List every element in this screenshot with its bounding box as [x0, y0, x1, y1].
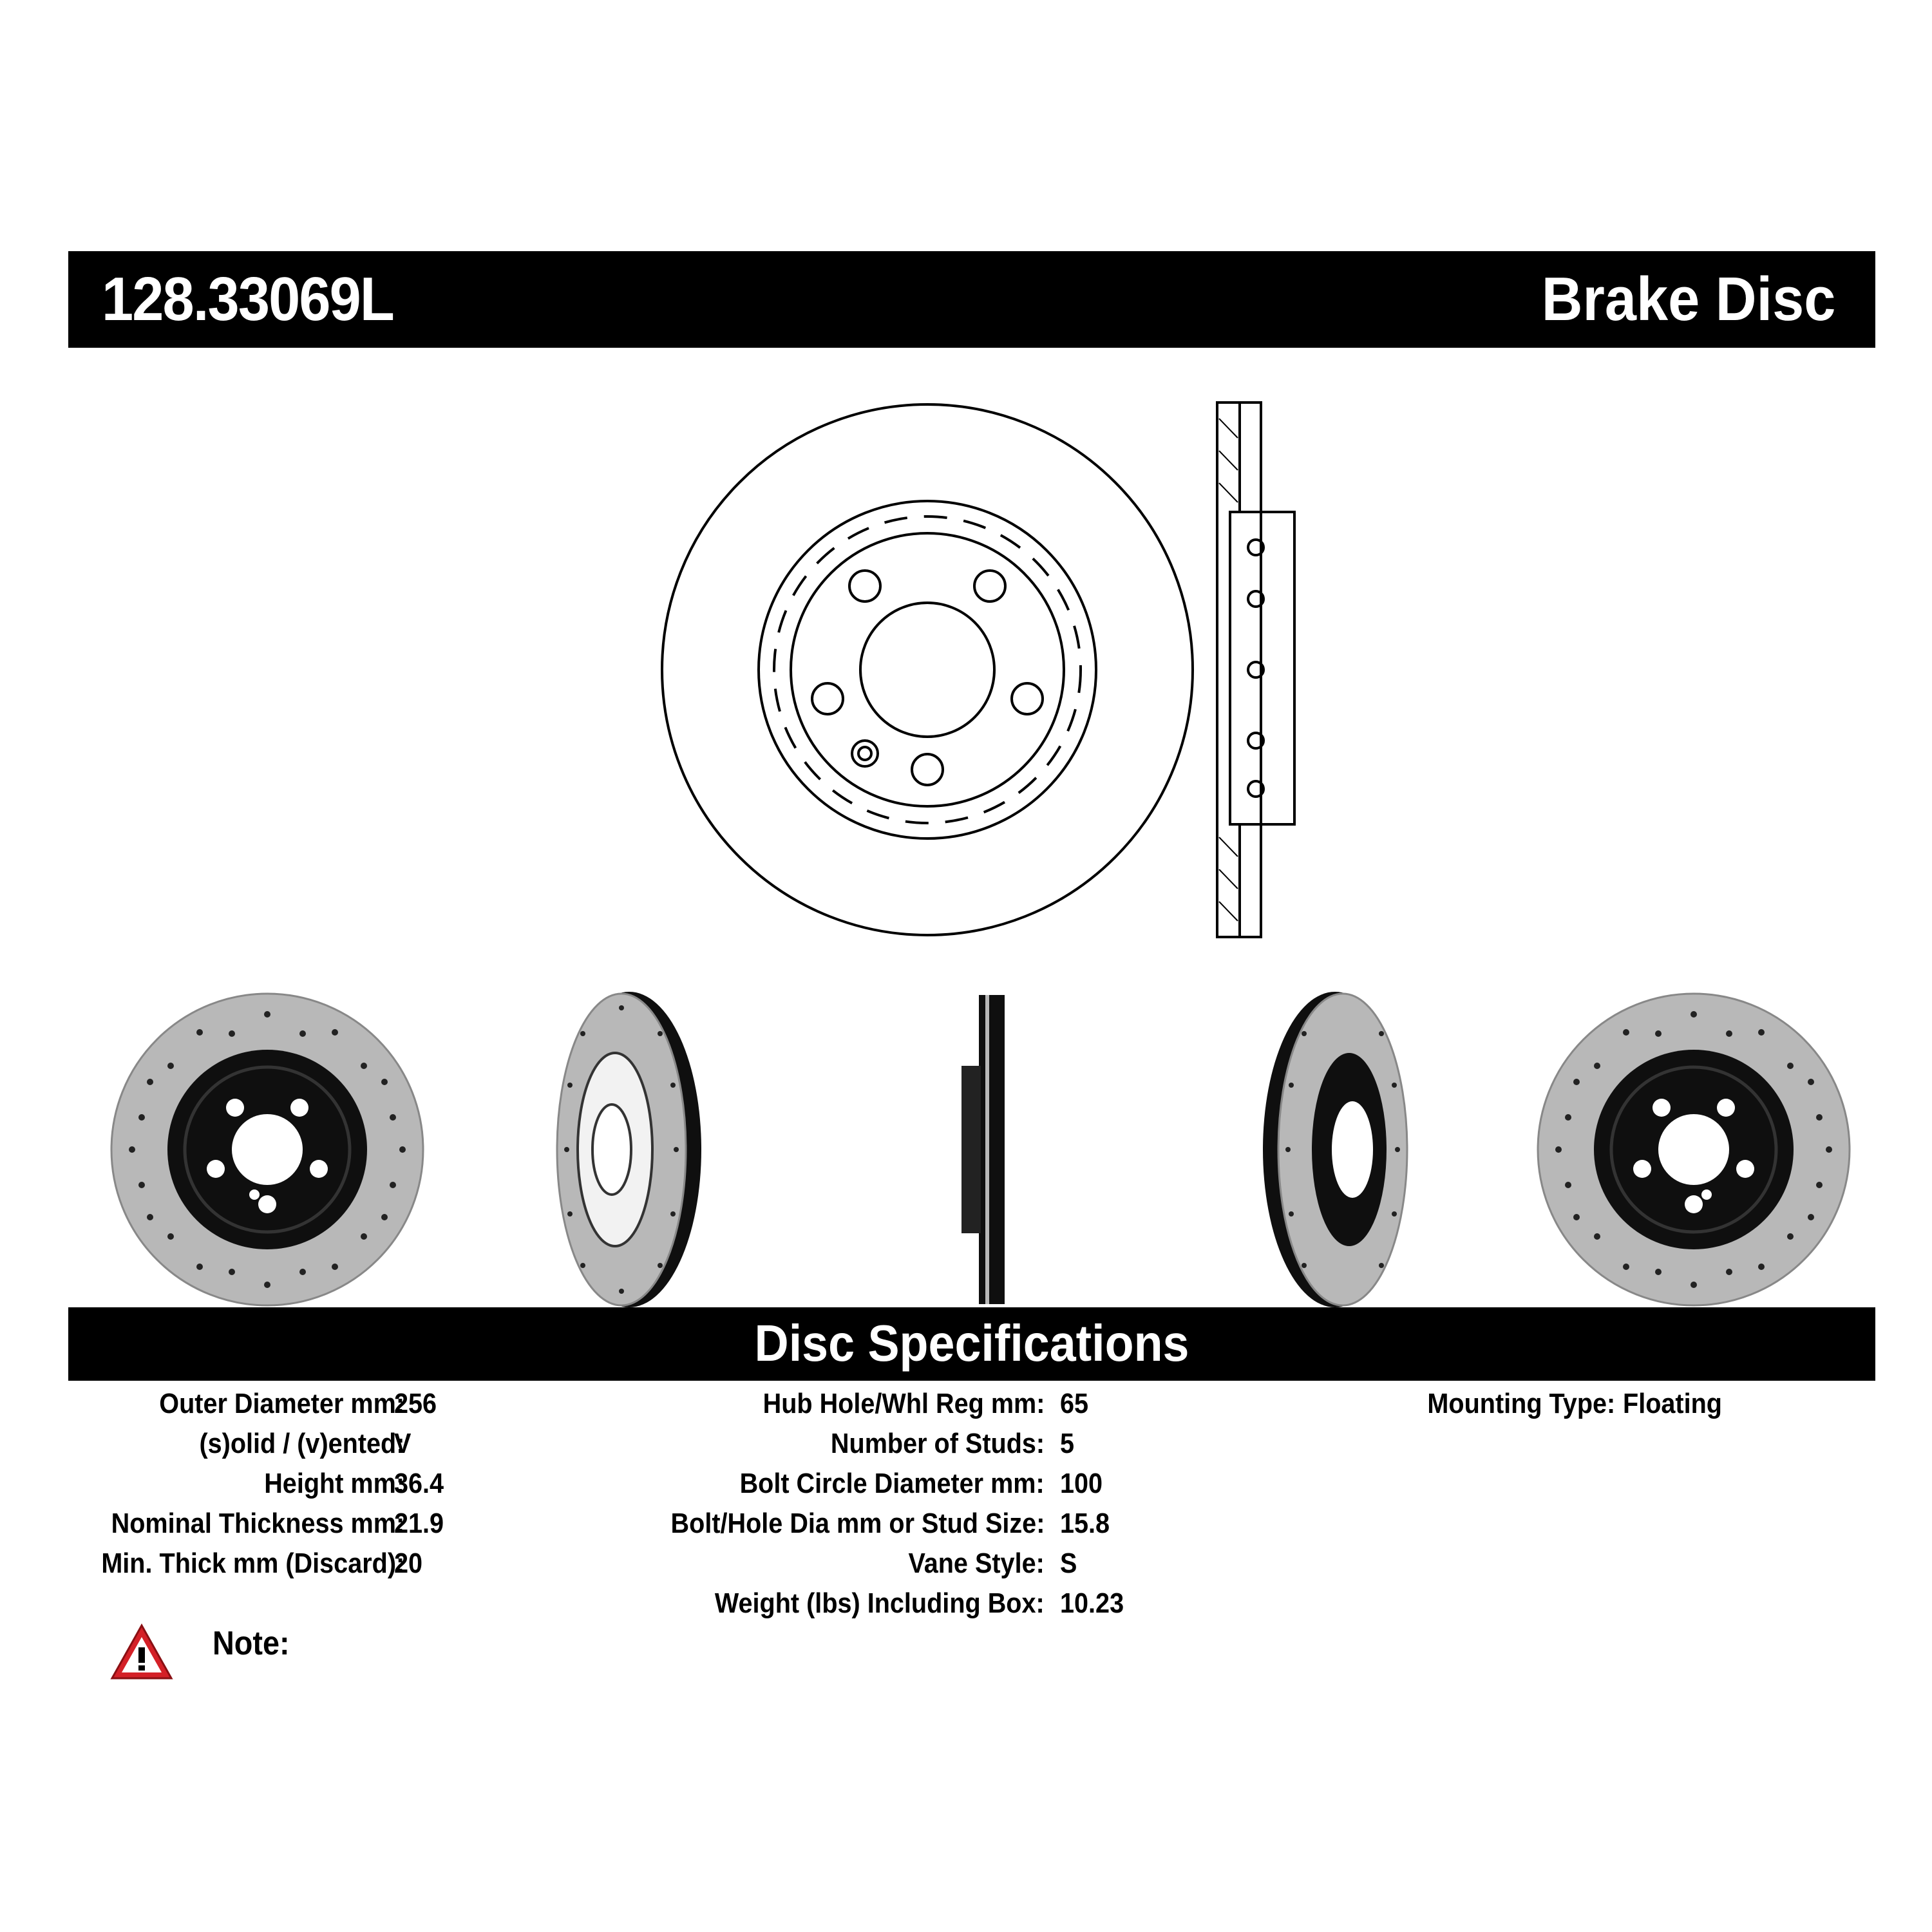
note: Note:: [109, 1623, 290, 1684]
spec-value: 65: [1060, 1388, 1089, 1419]
spec-min-thickness: Min. Thick mm (Discard): 20: [0, 1546, 1932, 1582]
spec-label: Bolt Circle Diameter mm:: [739, 1468, 1045, 1499]
spec-solid-vented: (s)olid / (v)ented: V: [0, 1426, 1932, 1462]
product-view-angled-right: [1263, 992, 1408, 1307]
spec-label: Vane Style:: [908, 1548, 1045, 1579]
spec-value: 15.8: [1060, 1508, 1110, 1539]
spec-label: Number of Studs:: [830, 1428, 1045, 1459]
product-view-rear: [1537, 992, 1851, 1307]
product-view-edge: [961, 995, 1005, 1304]
spec-weight: Weight (lbs) Including Box: 10.23: [0, 1586, 1932, 1622]
spec-number-of-studs: Number of Studs: 5: [0, 1426, 1932, 1462]
spec-hub-hole: Hub Hole/Whl Reg mm: 65: [0, 1386, 1932, 1422]
spec-label: Nominal Thickness mm:: [111, 1508, 404, 1539]
spec-label: Bolt/Hole Dia mm or Stud Size:: [670, 1508, 1045, 1539]
spec-bolt-hole-dia: Bolt/Hole Dia mm or Stud Size: 15.8: [0, 1506, 1932, 1542]
spec-outer-diameter: Outer Diameter mm: 256: [0, 1386, 1932, 1422]
spec-label: (s)olid / (v)ented:: [199, 1428, 404, 1459]
spec-vane-style: Vane Style: S: [0, 1546, 1932, 1582]
front-view-drawing: [661, 403, 1194, 936]
spec-value: V: [394, 1428, 412, 1459]
spec-value: 10.23: [1060, 1587, 1124, 1619]
cross-section-drawing: [1216, 401, 1296, 938]
spec-nominal-thickness: Nominal Thickness mm: 21.9: [0, 1506, 1932, 1542]
product-title: Brake Disc: [1541, 265, 1835, 334]
spec-label: Outer Diameter mm:: [159, 1388, 404, 1419]
spec-mounting-type: Mounting Type: Floating: [0, 1386, 1932, 1422]
spec-label: Hub Hole/Whl Reg mm:: [762, 1388, 1045, 1419]
spec-label: Mounting Type:: [1427, 1388, 1615, 1419]
product-view-angled-left: [556, 992, 701, 1307]
note-label: Note:: [213, 1625, 290, 1662]
spec-value: 5: [1060, 1428, 1075, 1459]
spec-bolt-circle: Bolt Circle Diameter mm: 100: [0, 1466, 1932, 1502]
part-number: 128.33069L: [102, 265, 395, 334]
product-view-front: [110, 992, 424, 1307]
spec-value: 21.9: [394, 1508, 444, 1539]
specs-title-bar: Disc Specifications: [68, 1307, 1875, 1381]
spec-value: 20: [394, 1548, 423, 1579]
spec-value: 36.4: [394, 1468, 444, 1499]
specs-title: Disc Specifications: [754, 1314, 1189, 1372]
warning-triangle-icon: [110, 1623, 173, 1680]
spec-label: Min. Thick mm (Discard):: [101, 1548, 404, 1579]
spec-height: Height mm: 36.4: [0, 1466, 1932, 1502]
spec-value: 100: [1060, 1468, 1103, 1499]
spec-label: Weight (lbs) Including Box:: [715, 1587, 1045, 1619]
spec-label: Height mm:: [264, 1468, 404, 1499]
spec-value: S: [1060, 1548, 1077, 1579]
header-bar: 128.33069L Brake Disc: [68, 251, 1875, 348]
spec-value: Floating: [1623, 1388, 1722, 1419]
spec-value: 256: [394, 1388, 437, 1419]
